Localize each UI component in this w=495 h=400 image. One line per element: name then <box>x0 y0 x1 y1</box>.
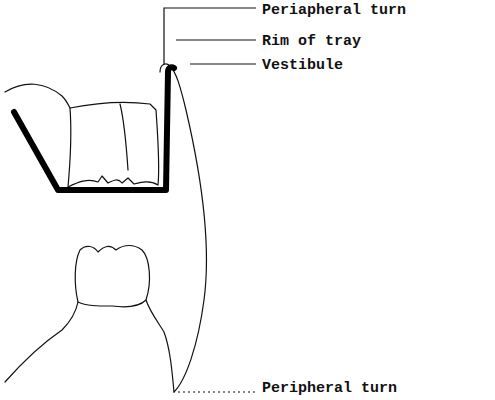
impression-tray <box>14 67 174 190</box>
part-label: Vestibule <box>262 58 343 73</box>
leader-line <box>178 391 256 392</box>
leader-lines <box>164 8 256 392</box>
lower-molar <box>75 246 149 307</box>
upper-molar <box>68 102 159 187</box>
leader-line <box>190 63 256 64</box>
part-label: Periapheral turn <box>262 3 406 18</box>
lower-gum <box>5 300 174 392</box>
upper-gum <box>5 84 70 108</box>
part-label: Rim of tray <box>262 34 361 49</box>
leader-line <box>176 39 256 40</box>
leader-line <box>164 8 256 64</box>
part-label: Peripheral turn <box>262 381 397 396</box>
